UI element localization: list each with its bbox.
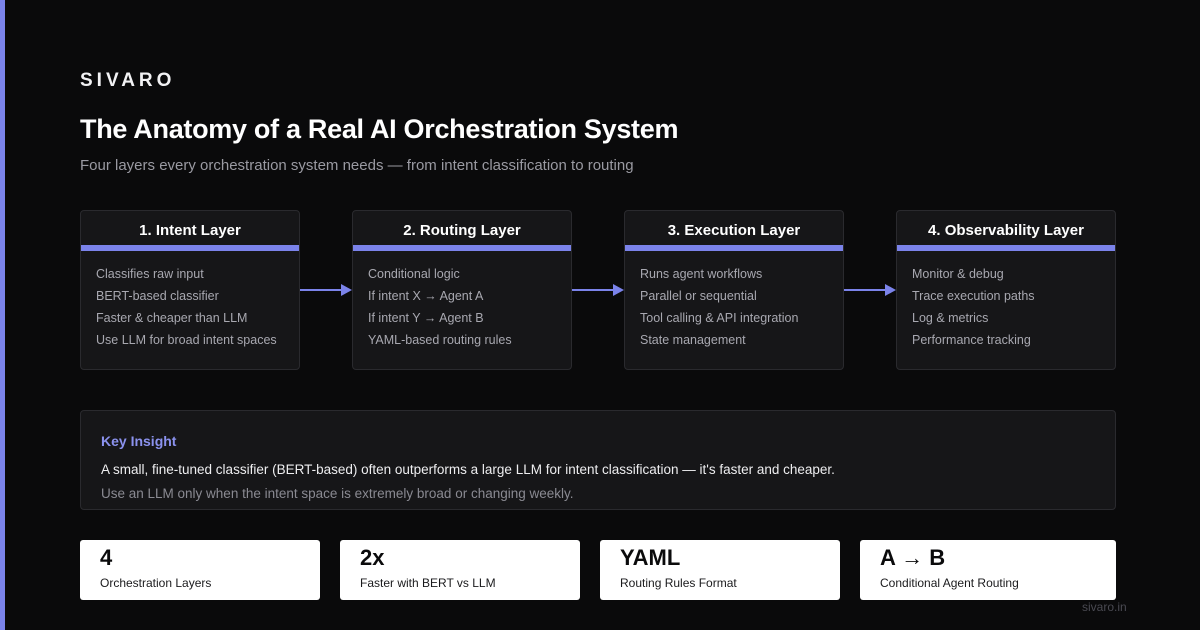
routing-layer-card: 2. Routing Layer Conditional logic If in… [352, 210, 572, 370]
layer-item: YAML-based routing rules [368, 333, 512, 347]
stat-label: Orchestration Layers [100, 576, 212, 590]
layer-item: Performance tracking [912, 333, 1031, 347]
stat-label: Routing Rules Format [620, 576, 737, 590]
stat-value: A → B [880, 545, 946, 570]
page-title: The Anatomy of a Real AI Orchestration S… [80, 114, 679, 144]
layer-item: Runs agent workflows [640, 267, 763, 281]
insight-text: A small, fine-tuned classifier (BERT-bas… [101, 462, 835, 477]
layer-items: Conditional logic If intent X → Agent A … [353, 251, 571, 353]
flow-arrow-icon [300, 283, 352, 297]
footer-url: sivaro.in [1082, 600, 1127, 614]
layer-heading: 2. Routing Layer [353, 211, 571, 251]
stat-value: YAML [620, 545, 681, 570]
layer-item: Tool calling & API integration [640, 311, 799, 325]
stat-card: 4 Orchestration Layers [80, 540, 320, 600]
key-insight-panel: Key Insight A small, fine-tuned classifi… [80, 410, 1116, 510]
flow-arrow-icon [572, 283, 624, 297]
brand-logo: SIVARO [80, 70, 176, 91]
stat-label: Faster with BERT vs LLM [360, 576, 496, 590]
layer-item: If intent Y → Agent B [368, 311, 484, 325]
stat-card: A → B Conditional Agent Routing [860, 540, 1116, 600]
page-subtitle: Four layers every orchestration system n… [80, 157, 634, 174]
layer-item: Log & metrics [912, 311, 989, 325]
layer-item: Trace execution paths [912, 289, 1035, 303]
layer-heading: 3. Execution Layer [625, 211, 843, 251]
execution-layer-card: 3. Execution Layer Runs agent workflows … [624, 210, 844, 370]
layer-item: Classifies raw input [96, 267, 204, 281]
layer-item: Faster & cheaper than LLM [96, 311, 248, 325]
insight-note: Use an LLM only when the intent space is… [101, 486, 574, 501]
layer-item: State management [640, 333, 746, 347]
layer-items: Monitor & debug Trace execution paths Lo… [897, 251, 1115, 353]
layer-items: Classifies raw input BERT-based classifi… [81, 251, 299, 353]
stat-card: YAML Routing Rules Format [600, 540, 840, 600]
layer-item: Conditional logic [368, 267, 460, 281]
layer-item: If intent X → Agent A [368, 289, 484, 303]
observability-layer-card: 4. Observability Layer Monitor & debug T… [896, 210, 1116, 370]
layer-items: Runs agent workflows Parallel or sequent… [625, 251, 843, 353]
intent-layer-card: 1. Intent Layer Classifies raw input BER… [80, 210, 300, 370]
stat-card: 2x Faster with BERT vs LLM [340, 540, 580, 600]
left-accent-bar [0, 0, 5, 630]
layer-item: Monitor & debug [912, 267, 1004, 281]
layer-heading: 1. Intent Layer [81, 211, 299, 251]
layer-item: Use LLM for broad intent spaces [96, 333, 277, 347]
stat-label: Conditional Agent Routing [880, 576, 1019, 590]
flow-arrow-icon [844, 283, 896, 297]
layer-item: Parallel or sequential [640, 289, 757, 303]
stat-value: 2x [360, 545, 385, 570]
stat-value: 4 [100, 545, 113, 570]
layer-heading: 4. Observability Layer [897, 211, 1115, 251]
layer-item: BERT-based classifier [96, 289, 219, 303]
insight-label: Key Insight [101, 433, 177, 449]
